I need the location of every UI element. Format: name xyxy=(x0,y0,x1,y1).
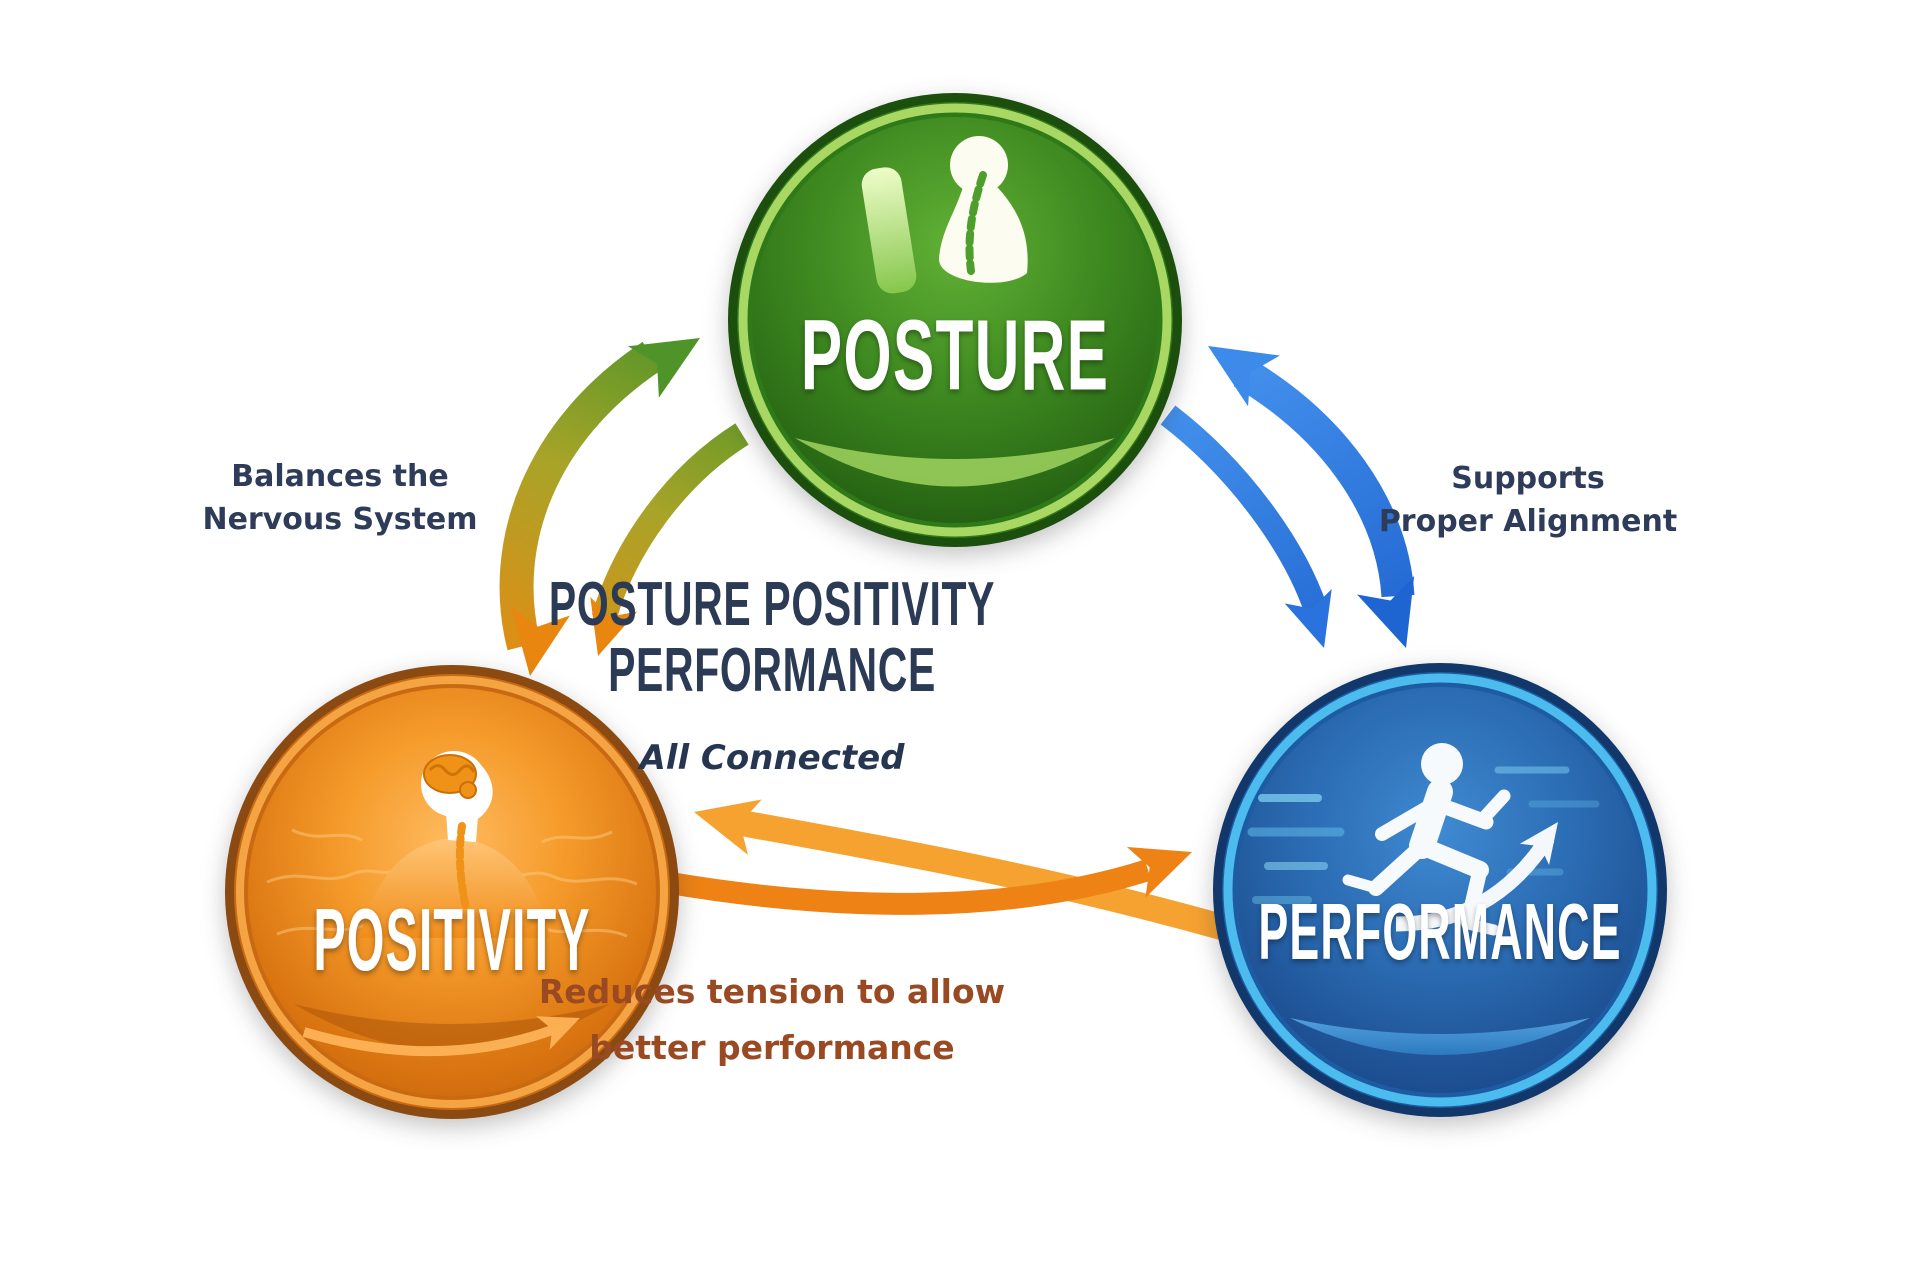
positivity-badge-graphic xyxy=(225,665,679,1119)
label-posture-positivity: Balances the Nervous System xyxy=(202,455,477,541)
positivity-swoosh-arrow xyxy=(302,1016,580,1057)
label-posture-performance-line2: Proper Alignment xyxy=(1378,504,1678,539)
node-performance: PERFORMANCE xyxy=(1205,655,1675,1125)
performance-bottom-crescent xyxy=(1290,1018,1590,1055)
positivity-label: POSITIVITY xyxy=(313,890,591,989)
arrow-posture-performance xyxy=(1160,346,1415,648)
posture-badge-graphic xyxy=(728,93,1182,547)
label-positivity-performance-line1: Reduces tension to allow xyxy=(538,972,1006,1011)
arrow-positivity-performance xyxy=(662,799,1229,941)
performance-label: PERFORMANCE xyxy=(1258,887,1622,976)
arrow-posture-positivity xyxy=(499,338,749,676)
diagram-title-line1: POSTURE POSITIVITY xyxy=(548,570,996,639)
label-posture-positivity-line2: Nervous System xyxy=(202,502,478,537)
posture-bottom-crescent xyxy=(795,438,1115,487)
brain-nervous-system-icon xyxy=(360,751,550,938)
diagram-subtitle: All Connected xyxy=(639,738,905,778)
speed-lines-decoration xyxy=(1247,766,1600,904)
posture-label: POSTURE xyxy=(800,299,1110,412)
runner-growth-arrow-icon xyxy=(1342,743,1558,936)
label-posture-performance-line1: Supports xyxy=(1451,461,1605,496)
node-positivity: POSITIVITY xyxy=(217,657,687,1127)
diagram-title: POSTURE POSITIVITY PERFORMANCE xyxy=(434,572,1110,704)
label-posture-positivity-line1: Balances the xyxy=(231,459,449,494)
label-positivity-performance: Reduces tension to allow better performa… xyxy=(539,964,1005,1076)
label-posture-performance: Supports Proper Alignment xyxy=(1379,457,1677,543)
node-posture: POSTURE xyxy=(720,85,1190,555)
posture-spine-chair-icon xyxy=(861,136,1028,294)
performance-badge-graphic xyxy=(1213,663,1667,1117)
label-positivity-performance-line2: better performance xyxy=(589,1028,955,1067)
diagram-title-line2: PERFORMANCE xyxy=(608,636,936,705)
